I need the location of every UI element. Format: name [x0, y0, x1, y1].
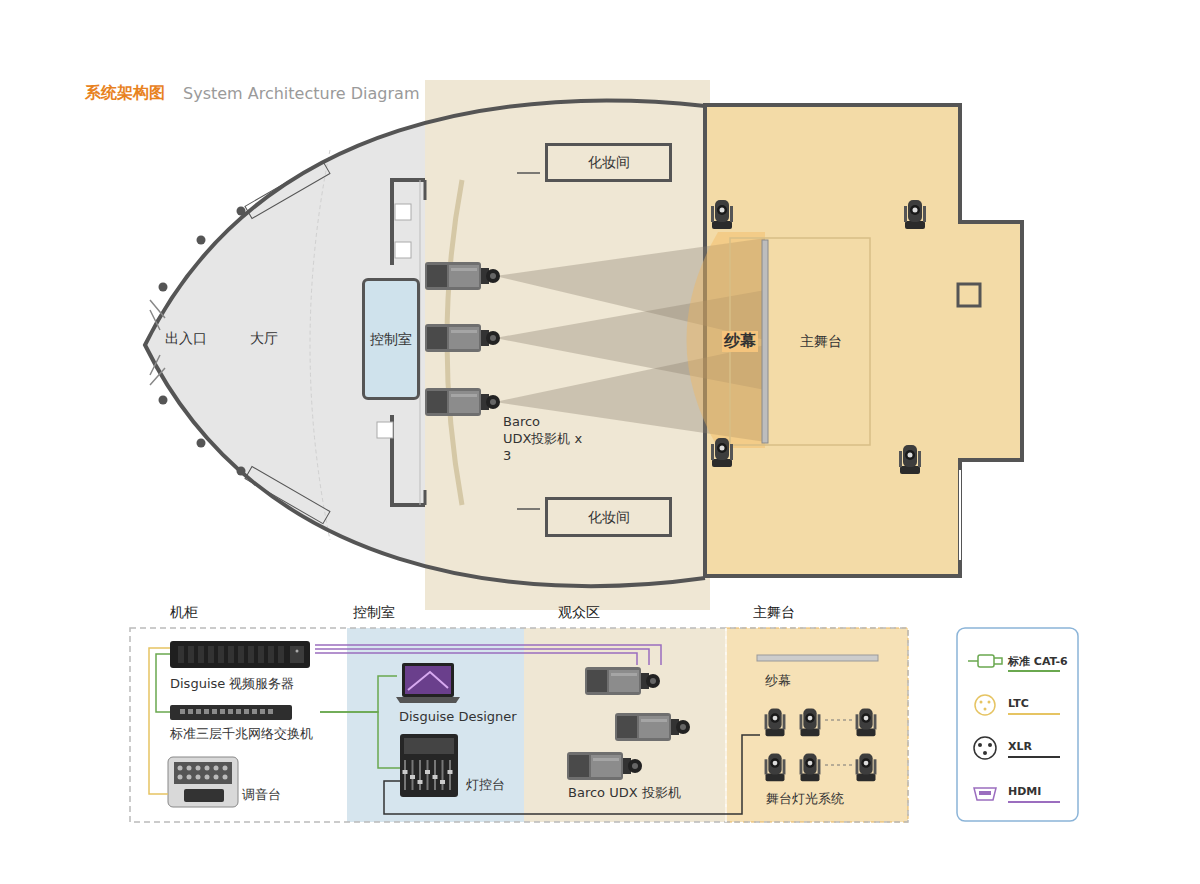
legend-swatch: [1008, 801, 1060, 803]
area-label: 主舞台: [800, 333, 842, 351]
cable-connector: [149, 648, 170, 794]
legend-swatch: [1008, 670, 1060, 672]
zone-heading: 控制室: [353, 604, 395, 621]
cable-connector: [315, 645, 661, 665]
node-label: 化妆间: [588, 154, 630, 171]
cable-line: [149, 648, 170, 794]
zone-band: 主舞台纱幕舞台灯光系统: [726, 628, 908, 822]
legend-swatch: [1008, 756, 1060, 758]
cable-connector: [320, 676, 397, 712]
node-label: 控制室: [370, 331, 412, 348]
cable-line: [320, 712, 400, 768]
control-room: 控制室: [362, 278, 420, 400]
node-label: 纱幕: [765, 673, 791, 689]
zone-heading: 机柜: [170, 604, 198, 621]
area-label: 出入口: [165, 330, 207, 348]
device: Barco UDX 投影机: [565, 665, 685, 803]
projector-callout: Barco UDX投影机 x 3: [503, 414, 585, 465]
node-label: 灯控台: [466, 777, 505, 793]
zone-band: 控制室Disguise Designer灯控台: [347, 628, 524, 822]
cable-connector: [156, 654, 170, 712]
cable-connector: [320, 712, 400, 768]
node-label: 舞台灯光系统: [766, 791, 844, 807]
legend-text: LTC: [1008, 697, 1029, 710]
area-label: 大厅: [250, 330, 278, 348]
node-label: 标准三层千兆网络交换机: [170, 726, 313, 742]
cable-line: [320, 676, 397, 712]
zone-band: 观众区Barco UDX 投影机: [524, 628, 726, 822]
diagram-title: 系统架构图: [85, 83, 165, 104]
zone-band: 机柜Disguise 视频服务器标准三层千兆网络交换机调音台: [130, 628, 347, 822]
node-label: Disguise Designer: [399, 709, 517, 725]
legend-text: HDMI: [1008, 785, 1041, 798]
curtain-label: 纱幕: [722, 331, 758, 352]
node-label: 化妆间: [588, 509, 630, 526]
legend-swatch: [1008, 713, 1060, 715]
cable-line: [315, 645, 661, 665]
legend-text: XLR: [1008, 740, 1032, 753]
dressing-room: 化妆间: [545, 143, 672, 182]
dressing-room: 化妆间: [545, 497, 672, 537]
device: 标准三层千兆网络交换机: [170, 704, 320, 744]
zone-heading: 观众区: [558, 604, 600, 621]
node-label: 调音台: [242, 787, 281, 803]
node-label: Disguise 视频服务器: [170, 676, 294, 692]
subtitle: System Architecture Diagram: [183, 84, 419, 103]
device: Disguise Designer: [397, 662, 521, 726]
cable-line: [156, 654, 170, 712]
node-label: Barco UDX 投影机: [568, 785, 681, 801]
device: 舞台灯光系统: [760, 705, 882, 809]
cable-line: [315, 653, 637, 665]
legend-text: 标准 CAT-6: [1008, 654, 1068, 669]
cable-line: [384, 735, 760, 814]
device: 纱幕: [757, 653, 879, 689]
device: 调音台: [168, 756, 288, 808]
cable-connector: [384, 735, 760, 814]
zone-heading: 主舞台: [753, 604, 795, 621]
device: 灯控台: [400, 733, 510, 799]
device: Disguise 视频服务器: [170, 640, 315, 696]
cable-line: [315, 649, 649, 665]
